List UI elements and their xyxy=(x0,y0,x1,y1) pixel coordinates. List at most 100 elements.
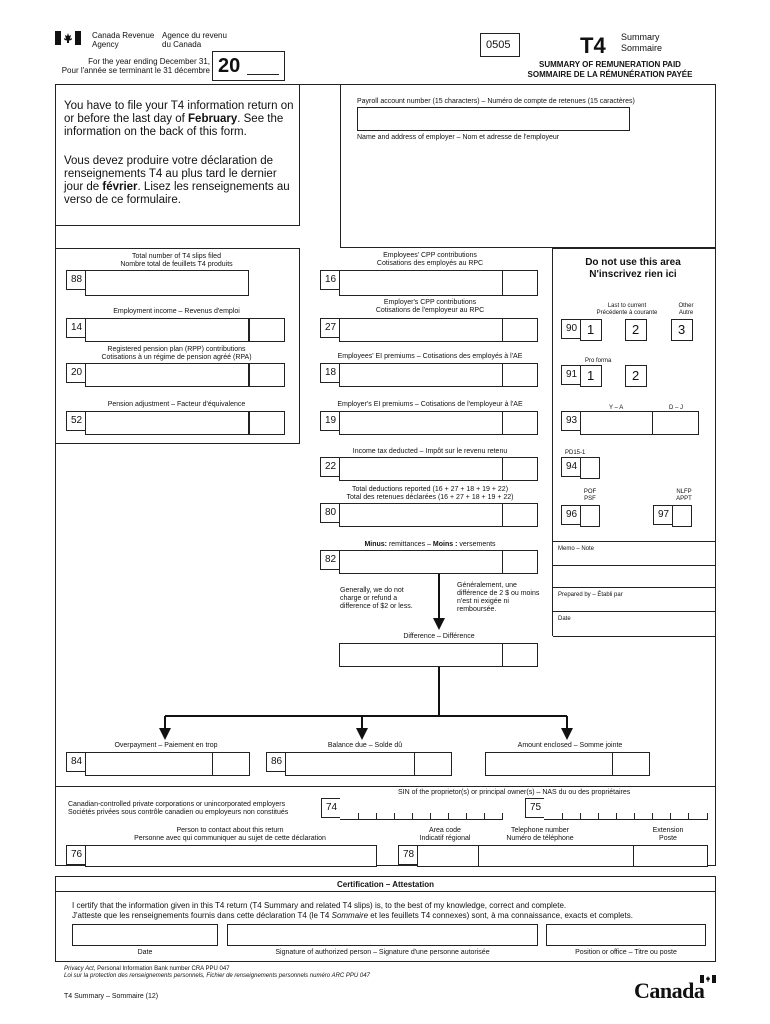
date-divider xyxy=(553,611,716,612)
agency-name-en: Canada Revenue Agency xyxy=(92,31,155,49)
field-86-cents[interactable] xyxy=(414,752,452,776)
certification-title: Certification – Attestation xyxy=(336,880,435,889)
summary-en: Summary xyxy=(621,32,660,42)
payroll-account-input[interactable] xyxy=(357,107,630,131)
field-90-opt-1[interactable]: 1 xyxy=(580,319,602,341)
field-91-opt-1[interactable]: 1 xyxy=(580,365,602,387)
notice-fr-text-2: . Lisez les renseignements au verso de c… xyxy=(64,181,290,206)
amount-enclosed-cents[interactable] xyxy=(612,752,650,776)
privacy-act-name: Privacy Act xyxy=(64,966,94,972)
field-96-input[interactable] xyxy=(580,505,600,527)
filing-notice: You have to file your T4 information ret… xyxy=(55,84,300,226)
field-16-cents[interactable] xyxy=(502,270,538,296)
field-82-moins: Moins : xyxy=(432,541,458,548)
field-91-opt-2-value: 2 xyxy=(632,368,640,383)
field-20-cents[interactable] xyxy=(249,363,285,387)
contact-person-input[interactable] xyxy=(85,845,377,867)
field-78-code: 78 xyxy=(398,845,418,865)
field-16-input[interactable] xyxy=(339,270,503,296)
field-16-label: Employees' CPP contributions Cotisations… xyxy=(376,252,484,267)
field-94-code: 94 xyxy=(561,457,581,477)
notice-en-text: You have to file your T4 information ret… xyxy=(64,100,294,125)
canada-wordmark-text: Canada xyxy=(634,978,705,1003)
field-80-cents[interactable] xyxy=(502,503,538,527)
field-84-cents[interactable] xyxy=(212,752,250,776)
certification-date-input[interactable] xyxy=(72,924,218,946)
year-label-fr: Pour l'année se terminant le 31 décembre xyxy=(61,66,210,75)
notice-fr-deadline: février xyxy=(102,181,138,193)
field-22-label: Income tax deducted – Impôt sur le reven… xyxy=(352,448,508,455)
field-52-code: 52 xyxy=(66,411,86,431)
sin-header: SIN of the proprietor(s) or principal ow… xyxy=(398,789,631,796)
field-14-label: Employment income – Revenus d'emploi xyxy=(113,308,240,315)
field-91-opt-1-value: 1 xyxy=(587,368,595,383)
signature-label: Signature of authorized person – Signatu… xyxy=(275,949,490,956)
difference-cents[interactable] xyxy=(502,643,538,667)
extension-input[interactable] xyxy=(633,845,708,867)
area-code-input[interactable] xyxy=(417,845,479,867)
field-94-input[interactable] xyxy=(580,457,600,479)
field-52-cents[interactable] xyxy=(249,411,285,435)
field-52-input[interactable] xyxy=(85,411,249,435)
field-80-input[interactable] xyxy=(339,503,503,527)
difference-input[interactable] xyxy=(339,643,503,667)
field-52-label: Pension adjustment – Facteur d'équivalen… xyxy=(107,401,246,408)
canada-wordmark: Canada xyxy=(634,975,718,1003)
field-27-label: Employer's CPP contributions Cotisations… xyxy=(375,299,485,314)
wordmark-flag-icon xyxy=(700,975,716,983)
summary-fr: Sommaire xyxy=(621,43,663,53)
field-20-input[interactable] xyxy=(85,363,249,387)
telephone-input[interactable] xyxy=(478,845,634,867)
field-18-cents[interactable] xyxy=(502,363,538,387)
field-88-label: Total number of T4 slips filed Nombre to… xyxy=(120,253,233,268)
amount-enclosed-input[interactable] xyxy=(485,752,613,776)
field-86-code: 86 xyxy=(266,752,286,772)
year-label-en: For the year ending December 31, xyxy=(88,57,210,66)
field-14-input[interactable] xyxy=(85,318,249,342)
field-82-cents[interactable] xyxy=(502,550,538,574)
certification-statement-fr: J'atteste que les renseignements fournis… xyxy=(72,911,633,920)
field-22-cents[interactable] xyxy=(502,457,538,481)
do-not-use-title: Do not use this area N'inscrivez rien ic… xyxy=(585,257,681,280)
office-date-label: Date xyxy=(558,616,571,622)
field-91-label: Pro forma xyxy=(585,358,612,364)
field-27-input[interactable] xyxy=(339,318,503,342)
field-27-cents[interactable] xyxy=(502,318,538,342)
field-90-label: Last to current Précédente à courante xyxy=(596,303,658,316)
signature-input[interactable] xyxy=(227,924,538,946)
field-82-input[interactable] xyxy=(339,550,503,574)
field-91-opt-2[interactable]: 2 xyxy=(625,365,647,387)
field-90-opt-3[interactable]: 3 xyxy=(671,319,693,341)
field-19-cents[interactable] xyxy=(502,411,538,435)
notice-en-text-2: . See the information on the back of thi… xyxy=(64,113,284,138)
agency-name-fr: Agence du revenu du Canada xyxy=(162,31,227,49)
tax-year-field[interactable]: 20 xyxy=(212,51,285,81)
field-93-year-input[interactable] xyxy=(580,411,653,435)
field-14-cents[interactable] xyxy=(249,318,285,342)
field-88-input[interactable] xyxy=(85,270,249,296)
small-difference-note-fr: Généralement, une différence de 2 $ ou m… xyxy=(457,582,540,613)
field-76-code: 76 xyxy=(66,845,86,865)
field-86-input[interactable] xyxy=(285,752,415,776)
year-label: Y – A xyxy=(609,405,624,411)
field-90-opt-2[interactable]: 2 xyxy=(625,319,647,341)
field-75-sin-input[interactable] xyxy=(544,798,708,820)
field-86-label: Balance due – Solde dû xyxy=(327,742,403,749)
pof-label: POF PSF xyxy=(583,489,597,502)
form-title-en: SUMMARY OF REMUNERATION PAID xyxy=(539,60,681,69)
field-18-input[interactable] xyxy=(339,363,503,387)
field-91-code: 91 xyxy=(561,365,581,385)
position-label: Position or office – Titre ou poste xyxy=(575,949,677,956)
pd15-label: PD15-1 xyxy=(565,450,586,456)
field-93-day-input[interactable] xyxy=(652,411,699,435)
position-input[interactable] xyxy=(546,924,706,946)
field-18-code: 18 xyxy=(320,363,340,383)
prepared-by-label: Prepared by – Établi par xyxy=(558,592,623,598)
employer-name-address-input[interactable] xyxy=(357,144,707,240)
field-84-input[interactable] xyxy=(85,752,213,776)
field-19-input[interactable] xyxy=(339,411,503,435)
field-97-input[interactable] xyxy=(672,505,692,527)
certification-statement-en: I certify that the information given in … xyxy=(72,901,567,910)
field-74-sin-input[interactable] xyxy=(340,798,503,820)
certification-fr-sommaire: Sommaire xyxy=(331,911,369,920)
